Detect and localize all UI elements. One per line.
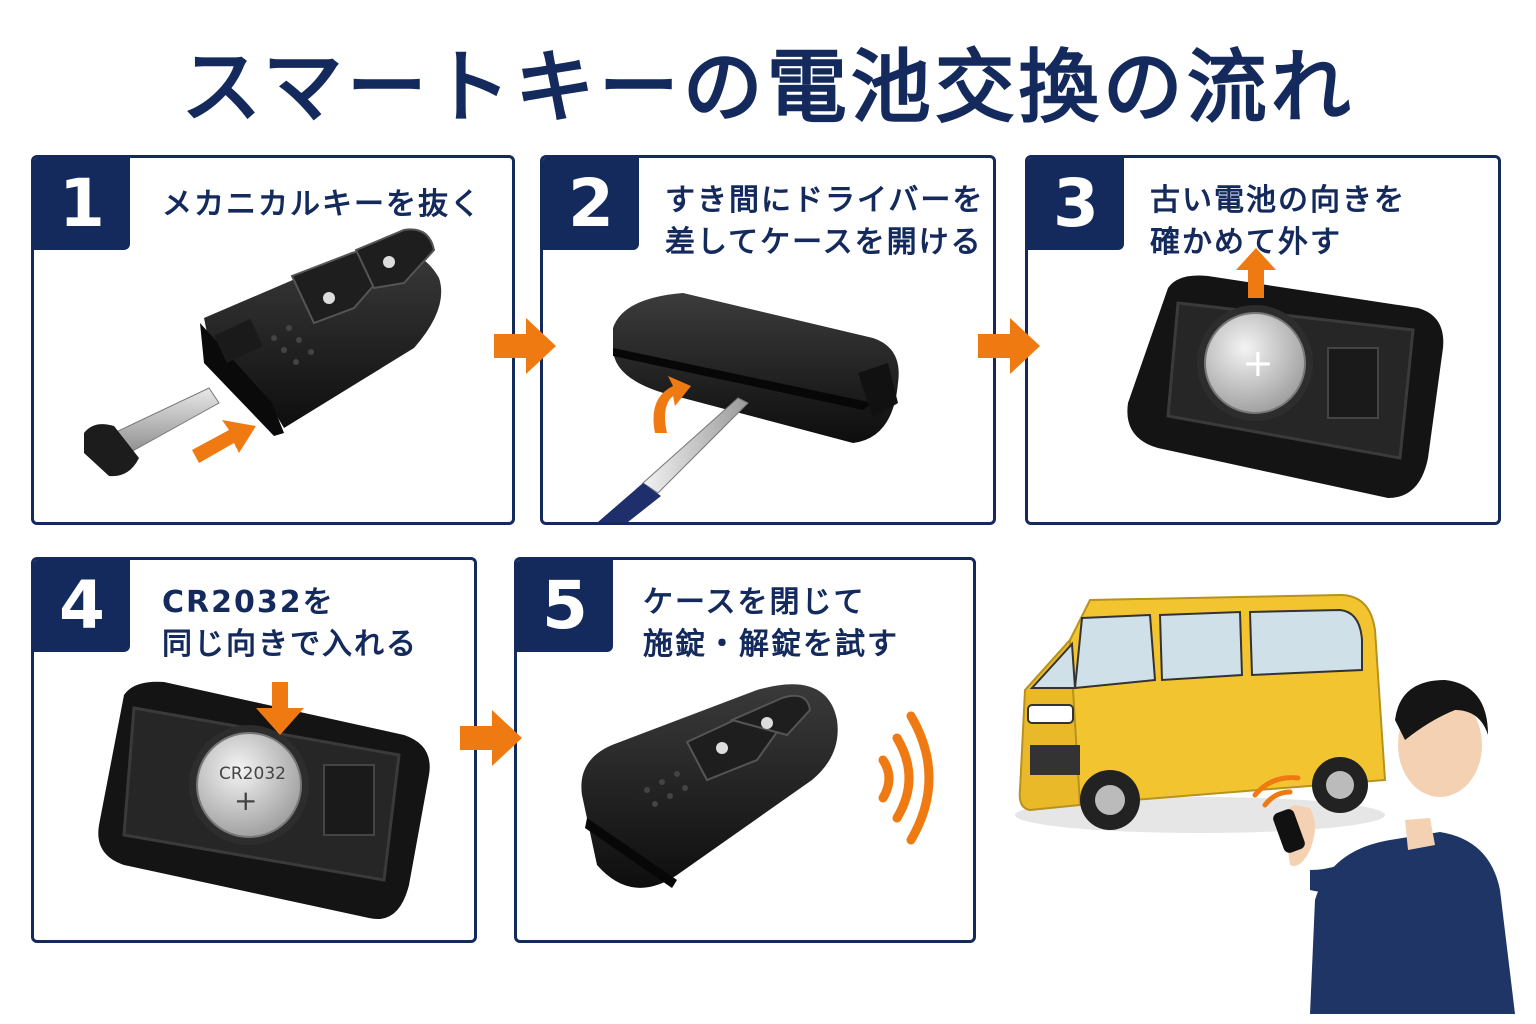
screwdriver-prying-case-icon <box>598 293 899 522</box>
page-title: スマートキーの電池交換の流れ <box>181 41 1355 134</box>
step-caption-3: 古い電池の向きを 確かめて外す <box>1150 180 1406 264</box>
step-caption-2-line2: 差してケースを開ける <box>665 225 983 260</box>
step-caption-4-line1: CR2032を <box>162 585 335 620</box>
flow-arrow-2-icon <box>978 318 1040 374</box>
step-caption-5: ケースを閉じて 施錠・解錠を試す <box>643 582 899 666</box>
step-number-4: 4 <box>34 560 130 652</box>
step-caption-2: すき間にドライバーを 差してケースを開ける <box>665 180 984 264</box>
battery-plus-sign-3: + <box>1242 341 1274 385</box>
step-panel-5: 5 ケースを閉じて 施錠・解錠を試す <box>514 557 976 943</box>
step-caption-2-line1: すき間にドライバーを <box>665 183 985 218</box>
coin-battery-insert-icon <box>98 681 430 920</box>
smart-key-with-mechanical-key-icon <box>84 228 442 477</box>
step-number-5: 5 <box>517 560 613 652</box>
step-caption-3-line1: 古い電池の向きを <box>1150 183 1406 218</box>
step-caption-3-line2: 確かめて外す <box>1150 225 1342 260</box>
step-caption-1: メカニカルキーを抜く <box>162 184 482 226</box>
battery-plus-sign-4: + <box>234 784 258 817</box>
person-unlocking-car-icon <box>1015 593 1515 1014</box>
step-panel-2: 2 すき間にドライバーを 差してケースを開ける <box>540 155 996 525</box>
flow-arrow-3-icon <box>460 710 522 766</box>
step-number-1: 1 <box>34 158 130 250</box>
flow-arrow-1-icon <box>494 318 556 374</box>
step-caption-4: CR2032を 同じ向きで入れる <box>162 582 418 666</box>
step-caption-5-line2: 施錠・解錠を試す <box>643 627 899 662</box>
step-number-2: 2 <box>543 158 639 250</box>
step-panel-1: 1 メカニカルキーを抜く <box>31 155 515 525</box>
coin-battery-remove-icon <box>1127 248 1444 498</box>
closed-smart-key-signal-icon <box>581 684 934 888</box>
step-number-3: 3 <box>1028 158 1124 250</box>
battery-model-label: CR2032 <box>219 764 286 784</box>
step-caption-5-line1: ケースを閉じて <box>643 585 866 620</box>
step-panel-4: CR2032 + 4 CR2032を 同じ向きで入れる <box>31 557 477 943</box>
step-caption-4-line2: 同じ向きで入れる <box>162 627 418 662</box>
step-caption-1-line1: メカニカルキーを抜く <box>162 187 482 222</box>
step-panel-3: + 3 古い電池の向きを 確かめて外す <box>1025 155 1501 525</box>
